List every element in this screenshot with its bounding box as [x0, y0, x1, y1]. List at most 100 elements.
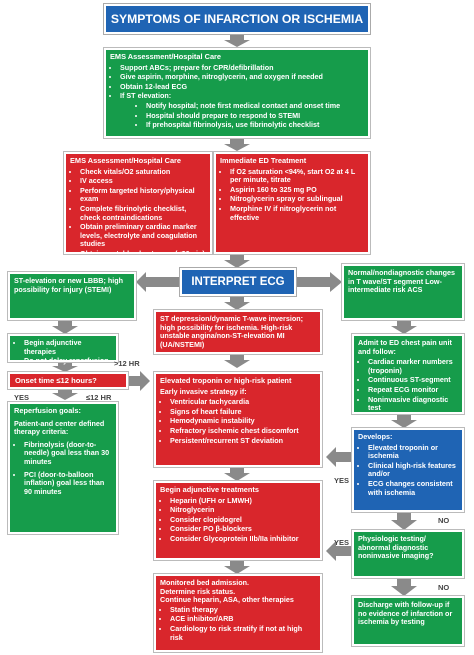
interpret-ecg-box: INTERPRET ECG [179, 267, 297, 297]
physio-text: Physiologic testing/ abnormal diagnostic… [358, 534, 434, 561]
list-item: Give aspirin, morphine, nitroglycerin, a… [120, 73, 364, 82]
arrow-right [128, 371, 150, 391]
arrow-down [224, 354, 250, 368]
ems-hospital-care-box: EMS Assessment/Hospital Care Check vital… [63, 151, 213, 258]
list-item: If O2 saturation <94%, start O2 at 4 L p… [230, 167, 364, 185]
list-item: Obtain portable chest x-ray (<30min) [80, 249, 206, 259]
sub-list-item: Hospital should prepare to respond to ST… [146, 111, 364, 121]
physiologic-testing-box: Physiologic testing/ abnormal diagnostic… [351, 529, 465, 579]
arrow-down [52, 389, 78, 400]
adjunctive-therapies-box: Begin adjunctive therapies Do not delay … [7, 333, 119, 365]
arrow-down [391, 414, 417, 428]
list-item: Consider Glycoprotein IIb/IIa inhibitor [170, 534, 316, 544]
list-item: Hemodynamic instability [170, 417, 316, 426]
normal-text: Normal/nondiagnostic changes in T wave/S… [348, 268, 456, 295]
monitored-bed-box: Monitored bed admission. Determine risk … [153, 573, 323, 653]
ed-heading: Immediate ED Treatment [220, 156, 307, 165]
list-item: Complete fibrinolytic checklist, check c… [80, 204, 206, 222]
le12-label: ≤12 HR [86, 393, 112, 402]
onset-text: Onset time ≤12 hours? [15, 376, 97, 385]
arrow-down [224, 467, 250, 481]
discharge-text: Discharge with follow-up if no evidence … [358, 600, 453, 627]
admit-chest-pain-box: Admit to ED chest pain unit and follow: … [351, 333, 465, 415]
arrow-down [391, 578, 417, 596]
list-item: Do not delay reperfusion [24, 357, 112, 366]
list-item: Clinical high-risk features and/or [368, 461, 458, 479]
list-item: Obtain 12-lead ECG [120, 82, 364, 92]
sub-list-item: Notify hospital; note first medical cont… [146, 101, 364, 111]
immediate-ed-treatment-box: Immediate ED Treatment If O2 saturation … [213, 151, 371, 255]
list-item: ACE inhibitor/ARB [170, 615, 316, 624]
yes-label: YES [334, 476, 350, 485]
arrow-left [326, 541, 356, 561]
onset-time-box: Onset time ≤12 hours? [7, 371, 129, 390]
arrow-down [224, 296, 250, 310]
nstemi-text: ST depression/dynamic T-wave inversion; … [160, 314, 303, 349]
list-item: Refractory ischemic chest discomfort [170, 426, 316, 436]
arrow-down [224, 254, 250, 268]
reperf-heading: Reperfusion goals: [14, 406, 81, 415]
arrow-down [224, 560, 250, 574]
list-item: Morphine IV if nitroglycerin not effecti… [230, 204, 364, 222]
page-title: SYMPTOMS OF INFARCTION OR ISCHEMIA [103, 3, 371, 35]
stemi-box: ST-elevation or new LBBB; high possibili… [7, 271, 137, 321]
list-item: Nitroglycerin [170, 506, 316, 515]
arrow-down [52, 320, 78, 334]
arrow-down [391, 320, 417, 334]
yes-label: YES [14, 393, 30, 402]
list-item: Signs of heart failure [170, 407, 316, 417]
sub-list-item: If prehospital fibrinolysis, use fibrino… [146, 121, 364, 130]
develops-box: Develops: Elevated troponin or ischemia … [351, 427, 465, 513]
list-item: Ventricular tachycardia [170, 398, 316, 407]
list-item: Statin therapy [170, 605, 316, 615]
ems-heading: EMS Assessment/Hospital Care [110, 52, 222, 61]
ems2-heading: EMS Assessment/Hospital Care [70, 156, 182, 165]
list-item: Obtain preliminary cardiac marker levels… [80, 222, 206, 249]
arrow-down [224, 138, 250, 151]
list-item: Noninvasive diagnostic test [368, 395, 458, 413]
list-item: Support ABCs; prepare for CPR/defibrilla… [120, 63, 364, 73]
nstemi-box: ST depression/dynamic T-wave inversion; … [153, 309, 323, 355]
list-item: Elevated troponin or ischemia [368, 443, 458, 461]
arrow-left [326, 447, 356, 467]
gt12-label: >12 HR [114, 359, 140, 368]
adjtreat-heading: Begin adjunctive treatments [160, 485, 259, 494]
list-item: PCI (door-to-balloon inflation) goal les… [24, 470, 112, 497]
list-item: Begin adjunctive therapies [24, 338, 112, 356]
arrow-left [136, 272, 180, 292]
list-item: Consider PO β-blockers [170, 525, 316, 534]
monitored-line: Monitored bed admission. [160, 578, 250, 587]
list-item: IV access [80, 177, 206, 186]
list-item: Heparin (UFH or LMWH) [170, 496, 316, 506]
arrow-down [224, 34, 250, 47]
list-item: Repeat ECG monitor [368, 385, 458, 395]
no-label: NO [438, 583, 450, 592]
list-item: Nitroglycerin spray or sublingual [230, 195, 364, 204]
list-item: Perform targeted history/physical exam [80, 186, 206, 204]
stemi-text: ST-elevation or new LBBB; high possibili… [14, 276, 124, 294]
reperfusion-goals-box: Reperfusion goals: Patient-and center de… [7, 401, 119, 535]
list-item: Persistent/recurrent ST deviation [170, 436, 316, 446]
elevated-heading: Elevated troponin or high-risk patient [160, 376, 292, 385]
elevated-sub: Early invasive strategy if: [160, 386, 247, 396]
list-item: Fibrinolysis (door-to-needle) goal less … [24, 440, 112, 467]
list-item: If ST elevation: [120, 92, 364, 101]
list-item: Check vitals/O2 saturation [80, 167, 206, 177]
list-item: ECG changes consistent with ischemia [368, 479, 458, 497]
monitored-line: Determine risk status. [160, 586, 236, 596]
adjunctive-treatments-box: Begin adjunctive treatments Heparin (UFH… [153, 480, 323, 561]
list-item: Continuous ST-segment [368, 376, 458, 385]
arrow-right [296, 272, 342, 292]
yes-label: YES [334, 538, 350, 547]
develops-heading: Develops: [358, 432, 393, 441]
elevated-troponin-box: Elevated troponin or high-risk patient E… [153, 371, 323, 468]
list-item: Cardiac marker numbers (troponin) [368, 357, 458, 375]
reperf-sub: Patient-and center defined therapy crite… [14, 418, 105, 437]
normal-ecg-box: Normal/nondiagnostic changes in T wave/S… [341, 263, 465, 321]
arrow-down [391, 512, 417, 530]
list-item: Consider clopidogrel [170, 515, 316, 525]
list-item: Aspirin 160 to 325 mg PO [230, 185, 364, 195]
discharge-box: Discharge with follow-up if no evidence … [351, 595, 465, 647]
list-item: Cardiology to risk stratify if not at hi… [170, 624, 316, 642]
